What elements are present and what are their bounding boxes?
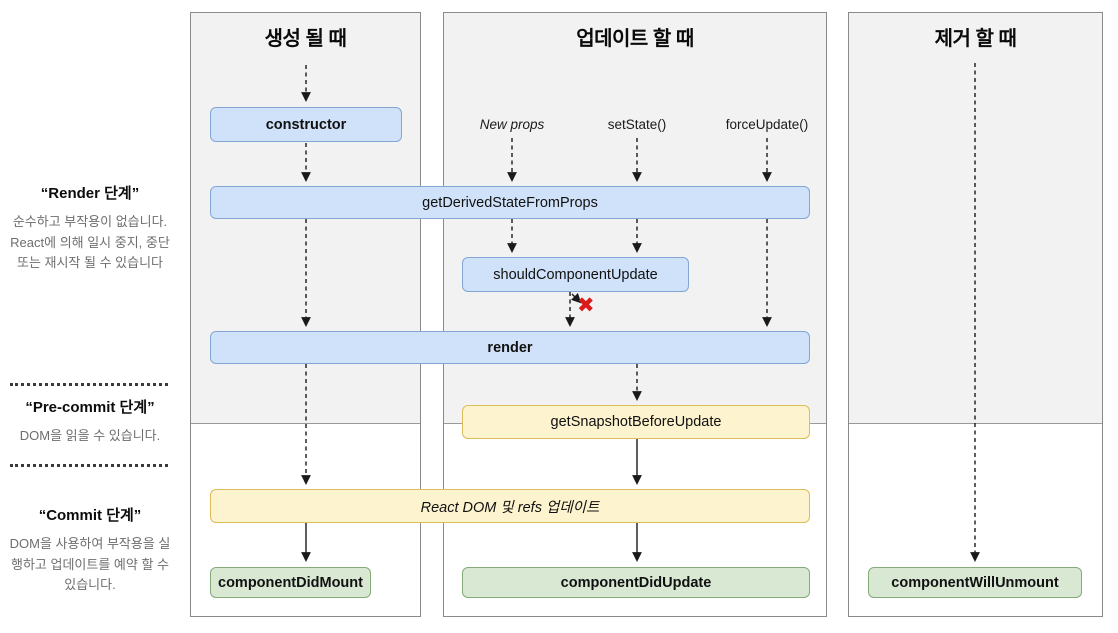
pre-commit-phase-note: “Pre-commit 단계” DOM을 읽을 수 있습니다. [6, 396, 174, 447]
commit-phase-note: “Commit 단계” DOM을 사용하여 부작용을 실행하고 업데이트를 예약… [6, 504, 174, 596]
dotted-separator-bottom [10, 464, 168, 467]
commit-phase-description: DOM을 사용하여 부작용을 실행하고 업데이트를 예약 할 수 있습니다. [9, 536, 171, 593]
get-snapshot-before-update-box: getSnapshotBeforeUpdate [462, 405, 810, 439]
component-did-mount-box: componentDidMount [210, 567, 371, 598]
cancel-x-icon: ✖ [577, 294, 595, 317]
column-title-update: 업데이트 할 때 [576, 28, 694, 50]
dotted-separator-top [10, 383, 168, 386]
should-component-update-box: shouldComponentUpdate [462, 257, 689, 292]
react-dom-refs-update-box: React DOM 및 refs 업데이트 [210, 489, 810, 523]
panel-unmount [848, 12, 1103, 617]
column-title-mount: 생성 될 때 [264, 28, 347, 50]
panel-update [443, 12, 827, 617]
render-phase-note: “Render 단계” 순수하고 부작용이 없습니다. React에 의해 일시… [6, 182, 174, 274]
panel-mount [190, 12, 421, 617]
trigger-new-props: New props [479, 117, 545, 132]
render-box: render [210, 331, 810, 364]
constructor-box: constructor [210, 107, 402, 142]
component-will-unmount-box: componentWillUnmount [868, 567, 1082, 598]
column-title-unmount: 제거 할 때 [934, 28, 1017, 50]
get-derived-state-from-props-box: getDerivedStateFromProps [210, 186, 810, 219]
trigger-set-state: setState() [607, 117, 667, 132]
component-did-update-box: componentDidUpdate [462, 567, 810, 598]
render-phase-description: 순수하고 부작용이 없습니다. React에 의해 일시 중지, 중단 또는 재… [10, 214, 170, 271]
commit-phase-title: “Commit 단계” [38, 507, 142, 524]
render-phase-title: “Render 단계” [40, 185, 140, 202]
trigger-force-update: forceUpdate() [725, 117, 809, 132]
pre-commit-phase-description: DOM을 읽을 수 있습니다. [19, 428, 161, 443]
panel-unmount-render-phase-zone [849, 13, 1102, 424]
pre-commit-phase-title: “Pre-commit 단계” [25, 399, 155, 416]
